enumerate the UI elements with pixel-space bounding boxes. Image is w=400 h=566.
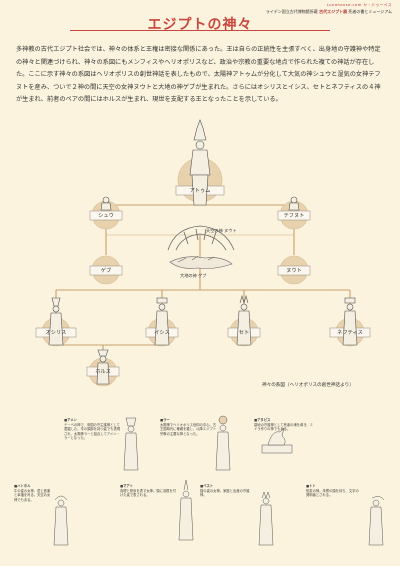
glossary-amen: ■アメン テーベの神で、帝国の守主護神として君臨した。羊の頭部を持つ姿でも表現さ…: [64, 418, 122, 441]
glossary-bastet: ■ベスト 猫の姿の女神。家庭と出産の守護神。: [200, 484, 256, 498]
page-title: エジプトの神々: [147, 17, 253, 33]
glossary-maat: ■マアト 真理と秩序を表す女神。頭に羽根を付けた姿で表される。: [120, 484, 178, 498]
shu-figure-icon: [100, 196, 112, 211]
glossary-hathor: ■ハトホル 牛の姿の女神、愛と音楽と幸福を司る。天空の女神でもある。: [14, 484, 52, 502]
thoth-figure-icon: [368, 496, 385, 546]
hathor-figure-icon: [53, 495, 69, 546]
horus-figure-icon: [96, 349, 110, 385]
glossary-text: テーベの神で、帝国の守主護神として君臨した。羊の頭部を持つ姿でも表現され、太陽神…: [64, 422, 121, 441]
label-boxes: [35, 185, 371, 377]
seth-label: セト: [238, 330, 250, 336]
glossary-ra: ■ラー 太陽神でヘリオポリス信仰の中心。古王国時代に権威を獲し、以降エジプト宗教…: [160, 418, 218, 436]
glossary-illustrations: [53, 415, 385, 546]
ra-figure-icon: [215, 415, 231, 471]
nut-label: ヌウト: [286, 268, 302, 274]
glossary-term: ■ラー: [160, 418, 170, 422]
title-area: エジプトの神々: [0, 14, 400, 34]
diagram-caption: 神々の系図（ヘリオポリスの創世神話より）: [262, 383, 354, 388]
nephthys-figure-icon: [342, 297, 358, 346]
glossary-term: ■ベスト: [200, 484, 214, 488]
isis-figure-icon: [154, 297, 170, 346]
maat-figure-icon: [178, 479, 194, 541]
horus-label: ホルス: [95, 369, 111, 375]
publisher-prefix: ライデン国立古代博物館所蔵: [265, 9, 318, 14]
glossary-text: 墓地の守護神として死者の魂を導き、ミイラ作りの神でもある。: [254, 422, 314, 432]
glossary-term: ■アメン: [64, 418, 77, 422]
glossary-term: ■アヌビス: [254, 418, 271, 422]
nut-arch-figure-icon: [167, 225, 235, 251]
seth-figure-icon: [236, 294, 252, 346]
tefnut-label: テフヌト: [283, 213, 305, 219]
osiris-figure-icon: [48, 297, 64, 346]
shu-label: シュウ: [98, 213, 114, 219]
glossary-term: ■マアト: [120, 484, 134, 488]
bastet-figure-icon: [258, 491, 274, 546]
publisher-suffix: 死者の書とミュージアム: [348, 9, 392, 14]
deity-figures: [48, 119, 358, 385]
osiris-label: オシリス: [45, 330, 67, 336]
amen-figure-icon: [123, 417, 139, 471]
earth-caption: 大地の神 ゲブ: [180, 273, 207, 278]
glossary-text: 猫の姿の女神。家庭と出産の守護神。: [200, 488, 250, 498]
atum-label: アトゥム: [189, 188, 211, 194]
glossary-thoth: ■トト 知恵の神。朱鷺の頭を持ち、文字の発明者とされる。: [306, 484, 362, 498]
glossary-text: 真理と秩序を表す女神。頭に羽根を付けた姿で表される。: [120, 488, 177, 498]
atum-figure-icon: [189, 119, 211, 206]
glossary-text: 知恵の神。朱鷺の頭を持ち、文字の発明者とされる。: [306, 488, 359, 498]
publisher-line: ライデン国立古代博物館所蔵 古代エジプト展 死者の書とミュージアム: [266, 9, 392, 15]
sky-caption: 天空の神 ヌウト: [206, 228, 237, 233]
header: Lunahouse.com ヤ・ドゥーペス ライデン国立古代博物館所蔵 古代エジ…: [266, 3, 392, 15]
geb-label: ゲブ: [100, 268, 112, 274]
title-rule: [70, 30, 330, 31]
isis-label: イシス: [154, 330, 170, 336]
anubis-jackal-icon: [261, 427, 293, 454]
publisher-name: 古代エジプト展: [319, 9, 348, 14]
tefnut-figure-icon: [288, 196, 300, 211]
nephthys-label: ネフティス: [337, 330, 363, 336]
intro-paragraph: 多神教の古代エジプト社会では、神々の体系と王権は密接な関係にあった。王は自らの正…: [16, 46, 381, 103]
geb-reclining-figure-icon: [169, 255, 233, 269]
site-mark: Lunahouse.com ヤ・ドゥーペス: [326, 3, 392, 7]
glossary-term: ■ハトホル: [14, 484, 31, 488]
glossary-text: 太陽神でヘリオポリス信仰の中心。古王国時代に権威を獲し、以降エジプト宗教の主要な…: [160, 422, 217, 436]
glossary-text: 牛の姿の女神、愛と音楽と幸福を司る。天空の女神でもある。: [14, 488, 51, 502]
glossary-term: ■トト: [306, 484, 316, 488]
glossary-anubis: ■アヌビス 墓地の守護神として死者の魂を導き、ミイラ作りの神でもある。: [254, 418, 314, 432]
